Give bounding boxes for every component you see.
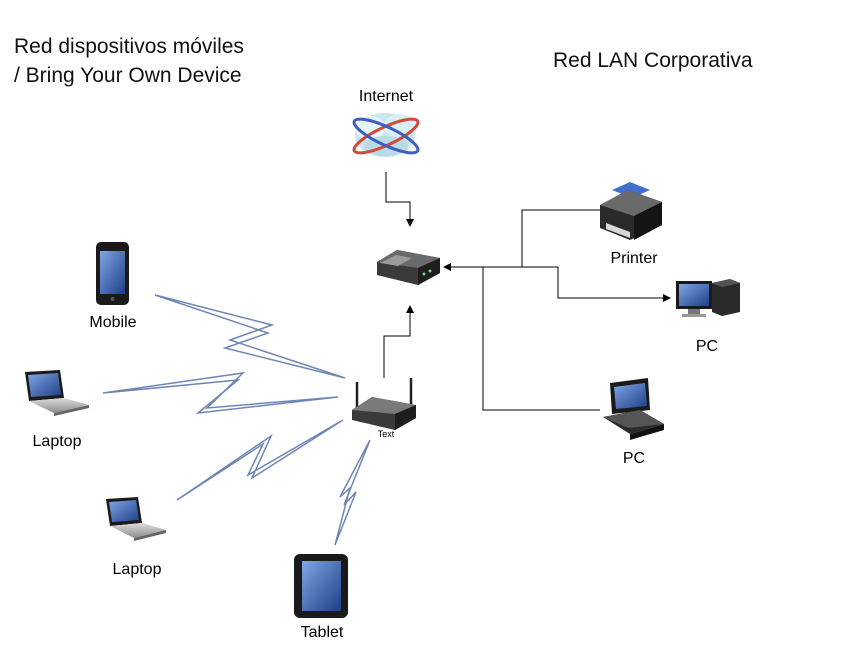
- node-label-printer: Printer: [610, 250, 658, 267]
- router-icon: [377, 250, 440, 285]
- link-internet-router: [385, 172, 414, 227]
- node-label-internet: Internet: [358, 88, 414, 105]
- internet-cloud-icon: [352, 113, 420, 157]
- node-label-tablet: Tablet: [300, 624, 344, 641]
- laptop-1-icon: [25, 370, 89, 416]
- pc-1-icon: [676, 279, 740, 317]
- link-ap-router: [383, 305, 414, 378]
- diagram-title-corporate-lan: Red LAN Corporativa: [553, 49, 753, 72]
- wireless-bolt-mobile: [154, 294, 346, 379]
- node-label-pc-1: PC: [695, 338, 719, 355]
- link-pc1-router: [522, 266, 671, 302]
- wireless-bolt-laptop-2: [176, 419, 344, 501]
- wireless-bolt-tablet: [334, 439, 371, 546]
- title-line-2: / Bring Your Own Device: [14, 64, 242, 87]
- link-pc2-router: [482, 267, 600, 411]
- wireless-bolt-laptop-1: [102, 371, 339, 415]
- pc-2-icon: [603, 378, 664, 440]
- wireless-links: [102, 294, 371, 546]
- access-point-icon: [352, 378, 416, 430]
- node-label-mobile: Mobile: [89, 314, 137, 331]
- mobile-phone-icon: [96, 242, 129, 305]
- tablet-icon: [294, 554, 348, 618]
- node-label-laptop-1: Laptop: [32, 433, 82, 450]
- node-label-access-point: Text: [377, 429, 395, 439]
- laptop-2-icon: [106, 497, 166, 541]
- connections: [383, 172, 671, 411]
- node-label-laptop-2: Laptop: [112, 561, 162, 578]
- link-printer-router: [443, 209, 600, 271]
- node-label-pc-2: PC: [622, 450, 646, 467]
- title-line-1: Red dispositivos móviles: [14, 35, 244, 58]
- diagram-title-mobile-network: Red dispositivos móviles / Bring Your Ow…: [14, 32, 314, 90]
- printer-icon: [600, 182, 662, 240]
